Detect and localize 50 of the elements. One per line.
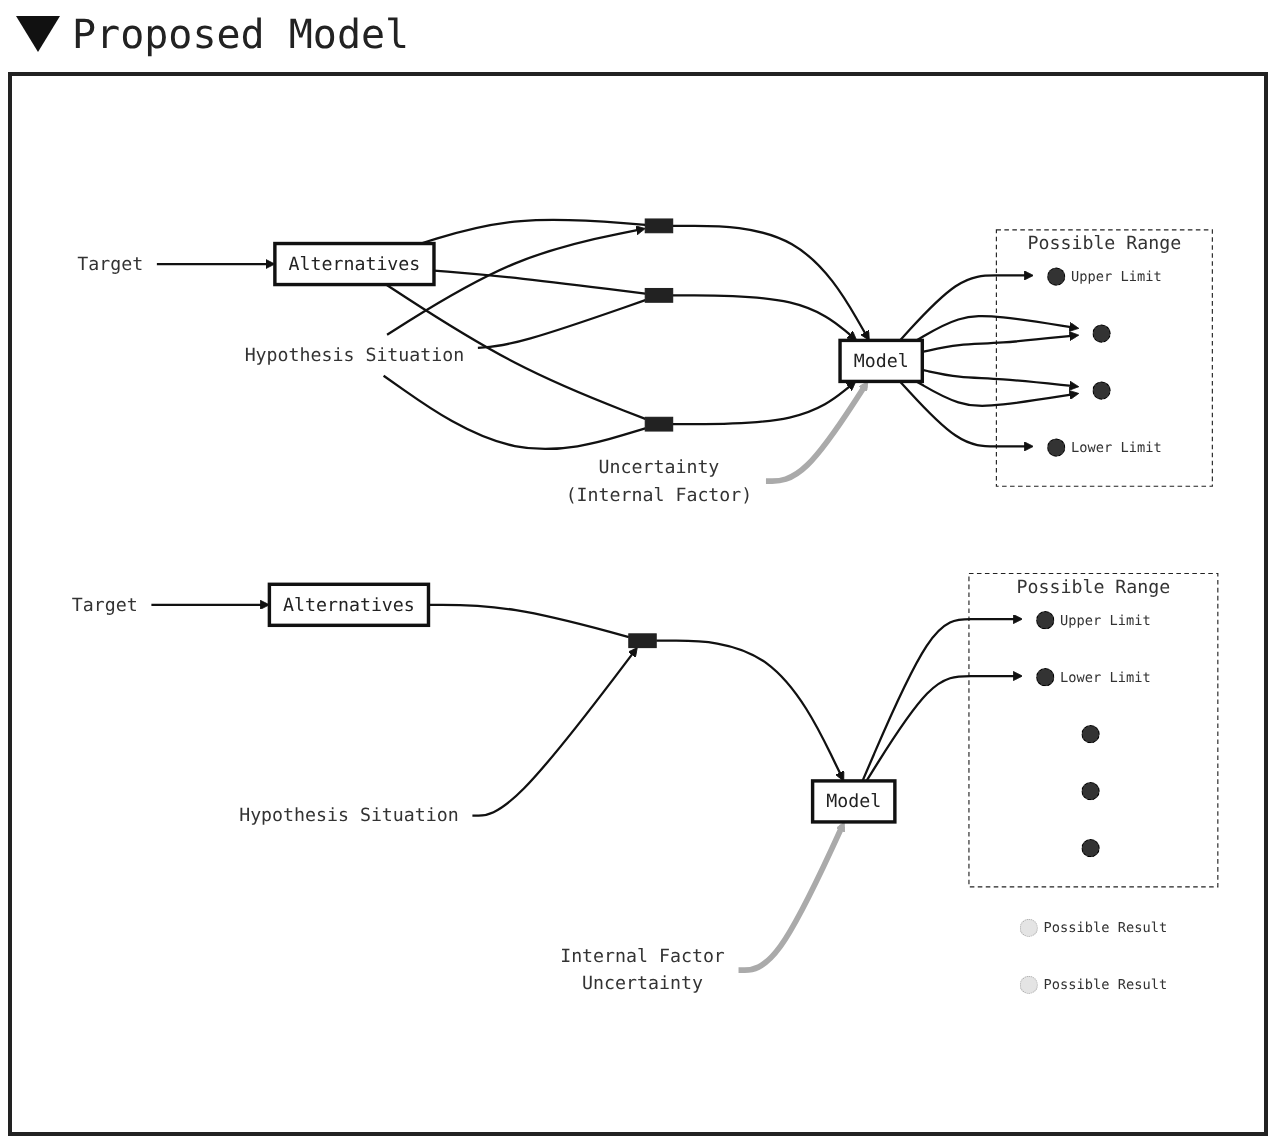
node-circle <box>1092 381 1111 400</box>
node-circle <box>1036 668 1055 687</box>
node-text: Uncertainty (Internal Factor) <box>565 456 753 506</box>
arrow <box>865 671 1023 783</box>
connector <box>428 604 630 639</box>
node-text: Target <box>71 594 138 616</box>
node-circle <box>1081 782 1100 801</box>
node-box: Alternatives <box>267 583 431 628</box>
title: Proposed Model <box>72 10 410 58</box>
connector <box>477 299 646 350</box>
arrow <box>922 369 1080 392</box>
node-circle <box>1081 725 1100 744</box>
arrow <box>861 614 1023 782</box>
arrow <box>899 271 1034 342</box>
node-box <box>628 633 657 649</box>
arrow <box>915 315 1080 342</box>
arrow <box>472 647 638 818</box>
arrow <box>765 381 869 485</box>
node-box <box>644 288 674 304</box>
node-box: Alternatives <box>273 242 436 287</box>
arrow <box>156 259 276 270</box>
arrow <box>899 381 1034 452</box>
node-circle <box>1047 267 1066 286</box>
node-circle <box>1036 611 1055 630</box>
node-box: Model <box>810 779 897 825</box>
node-circle <box>1092 324 1111 343</box>
node-text: Internal Factor Uncertainty <box>560 945 725 995</box>
arrow <box>738 822 845 974</box>
connector <box>385 284 646 421</box>
node-box: Model <box>838 339 924 384</box>
node-box <box>644 417 674 433</box>
arrow <box>915 381 1080 408</box>
arrow <box>151 600 270 611</box>
arrow <box>672 294 858 342</box>
node-text: Target <box>77 253 144 275</box>
arrow <box>672 225 870 342</box>
node-circle <box>1019 975 1038 995</box>
connector <box>382 375 646 451</box>
node-text: Hypothesis Situation <box>239 804 459 827</box>
node-circle <box>1019 919 1038 938</box>
connector <box>420 219 646 246</box>
arrow <box>656 640 845 782</box>
node-circle <box>1081 839 1100 858</box>
node-circle <box>1047 438 1066 457</box>
node-text: Hypothesis Situation <box>244 344 465 367</box>
node-box <box>644 219 674 234</box>
connector <box>433 270 646 296</box>
arrow <box>386 226 646 337</box>
arrow <box>672 381 857 426</box>
arrow <box>922 331 1080 354</box>
